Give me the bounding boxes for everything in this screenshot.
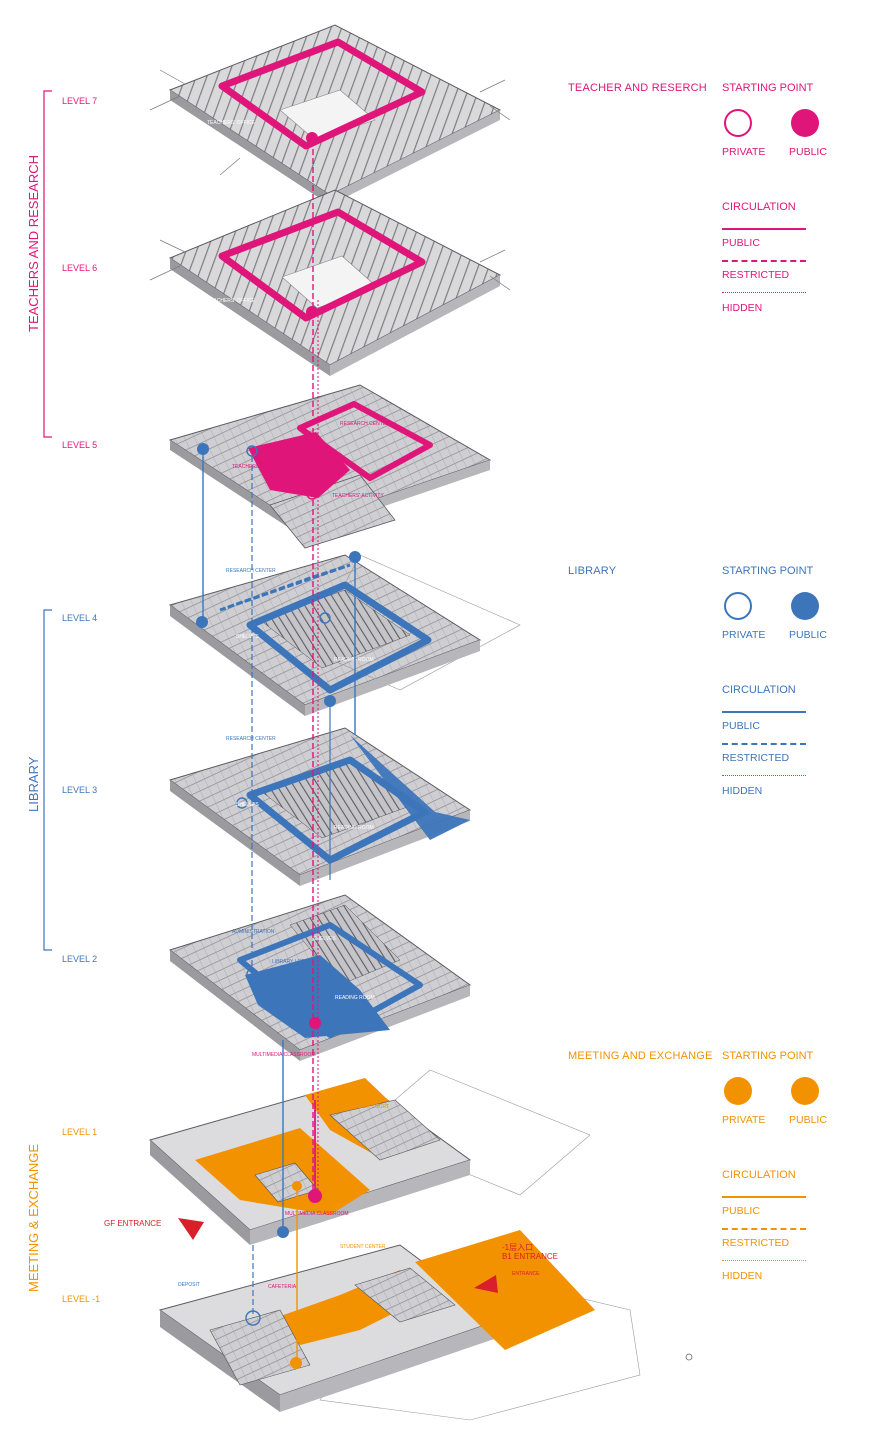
legend-teacher-research: TEACHER AND RESERCH STARTING POINT PRIVA… (565, 82, 865, 342)
legend-public-label: PUBLIC (789, 629, 827, 641)
room-label-lm1-entrance-sub: ENTRANCE (512, 1271, 540, 1277)
room-label-l4-reading: READING ROOM (334, 657, 374, 663)
level-label-2: LEVEL 2 (62, 954, 97, 964)
legend-hidden-line: HIDDEN (722, 785, 763, 797)
legend-restricted-line: RESTRICTED (722, 752, 790, 764)
restricted-line-icon (722, 743, 806, 745)
room-label-lm1-cn: -1层入口 (502, 1243, 533, 1252)
floor-level-6 (149, 189, 511, 376)
floor-level-5 (168, 384, 492, 549)
legend-private-label: PRIVATE (722, 146, 766, 158)
room-label-l5-cafe: TEACHERS' LOBBY CAFE (232, 464, 294, 470)
group-bracket-teachers (43, 90, 52, 438)
hidden-line-icon (722, 1260, 806, 1261)
room-label-l7-office: TEACHERS' OFFICE (207, 120, 256, 126)
room-label-l6-office: TEACHERS' OFFICE (207, 298, 256, 304)
room-label-l2-lobby: LIBRARY LOBBY (272, 959, 312, 965)
level-label-6: LEVEL 6 (62, 263, 97, 273)
hidden-line-icon (722, 775, 806, 776)
legend-starting-point: STARTING POINT (722, 82, 814, 94)
room-label-l2-multi: MULTIMEDIA CLASSROOM (252, 1052, 316, 1058)
room-label-l1-court: INDOOR COURT (350, 1104, 389, 1110)
legend-public-label: PUBLIC (789, 146, 827, 158)
level-label-7: LEVEL 7 (62, 96, 97, 106)
level-label-4: LEVEL 4 (62, 613, 97, 623)
room-label-l3-shelves: SHELVES (236, 802, 259, 808)
vertical-circulation (202, 140, 356, 1363)
room-label-l5-garden: ROOF GARDEN (268, 451, 306, 457)
public-line-icon (722, 1196, 806, 1198)
legend-starting-point: STARTING POINT (722, 565, 814, 577)
room-label-lm1-depot: DEPOSIT (178, 1282, 200, 1288)
legend-private-label: PRIVATE (722, 629, 766, 641)
room-label-l4-research: RESEARCH CENTER (226, 568, 276, 574)
group-bracket-library (43, 609, 52, 951)
level-label-3: LEVEL 3 (62, 785, 97, 795)
legend-title: TEACHER AND RESERCH (568, 82, 707, 94)
floor-level-2 (168, 894, 472, 1061)
legend-restricted-line: RESTRICTED (722, 1237, 790, 1249)
floor-level-7 (149, 24, 511, 216)
legend-starting-point: STARTING POINT (722, 1050, 814, 1062)
legend-title: LIBRARY (568, 565, 617, 577)
room-label-l5-center: RESEARCH CENTER (340, 421, 390, 427)
room-label-lm1-entrance: B1 ENTRANCE (502, 1252, 558, 1261)
room-label-l2-admin: ADMINISTRATION (232, 929, 275, 935)
public-start-icon (791, 109, 819, 137)
level-label-minus-1: LEVEL -1 (62, 1294, 100, 1304)
legend-hidden-line: HIDDEN (722, 302, 763, 314)
legend-public-line: PUBLIC (722, 720, 760, 732)
legend-hidden-line: HIDDEN (722, 1270, 763, 1282)
legend-title: MEETING AND EXCHANGE (568, 1050, 713, 1062)
legend-circulation: CIRCULATION (722, 684, 796, 696)
room-label-l3-reading: READING ROOM (334, 825, 374, 831)
group-label-library: LIBRARY (26, 756, 41, 812)
legend-circulation: CIRCULATION (722, 1169, 796, 1181)
b1-entrance-marker (474, 1275, 498, 1293)
private-start-icon (724, 109, 752, 137)
hidden-line-icon (722, 292, 806, 293)
restricted-line-icon (722, 1228, 806, 1230)
floor-level-1 (148, 1069, 591, 1245)
level-label-5: LEVEL 5 (62, 440, 97, 450)
floor-level-minus-1 (158, 1230, 693, 1421)
room-label-gf-entrance: GF ENTRANCE (104, 1219, 161, 1228)
legend-public-line: PUBLIC (722, 1205, 760, 1217)
public-line-icon (722, 228, 806, 230)
legend-public-label: PUBLIC (789, 1114, 827, 1126)
private-start-icon (724, 592, 752, 620)
room-label-lm1-student: STUDENT CENTER (340, 1244, 386, 1250)
restricted-line-icon (722, 260, 806, 262)
floor-level-4 (168, 551, 521, 716)
public-start-icon (791, 592, 819, 620)
legend-restricted-line: RESTRICTED (722, 269, 790, 281)
legend-library: LIBRARY STARTING POINT PRIVATE PUBLIC CI… (565, 565, 865, 825)
room-label-lm1-cafeteria: CAFETERIA (268, 1284, 297, 1290)
floor-level-3 (168, 727, 472, 886)
level-label-1: LEVEL 1 (62, 1127, 97, 1137)
room-label-l3-research: RESEARCH CENTER (226, 736, 276, 742)
group-label-teachers: TEACHERS AND RESEARCH (26, 155, 41, 332)
legend-private-label: PRIVATE (722, 1114, 766, 1126)
public-line-icon (722, 711, 806, 713)
legend-public-line: PUBLIC (722, 237, 760, 249)
room-label-l1-multi: MULTIMEDIA CLASSROOM (285, 1211, 349, 1217)
room-label-l5-activity: TEACHERS' ACTIVITY (332, 493, 384, 499)
room-label-l2-shelves: SHELVES (313, 936, 336, 942)
group-label-meeting: MEETING & EXCHANGE (26, 1144, 41, 1292)
public-start-icon (791, 1077, 819, 1105)
room-label-l4-shelves: SHELVES (236, 634, 259, 640)
room-label-l2-reading: READING ROOM (335, 995, 375, 1001)
gf-entrance-marker (178, 1218, 204, 1240)
legend-meeting-exchange: MEETING AND EXCHANGE STARTING POINT PRIV… (565, 1050, 865, 1310)
legend-circulation: CIRCULATION (722, 201, 796, 213)
private-start-icon (724, 1077, 752, 1105)
